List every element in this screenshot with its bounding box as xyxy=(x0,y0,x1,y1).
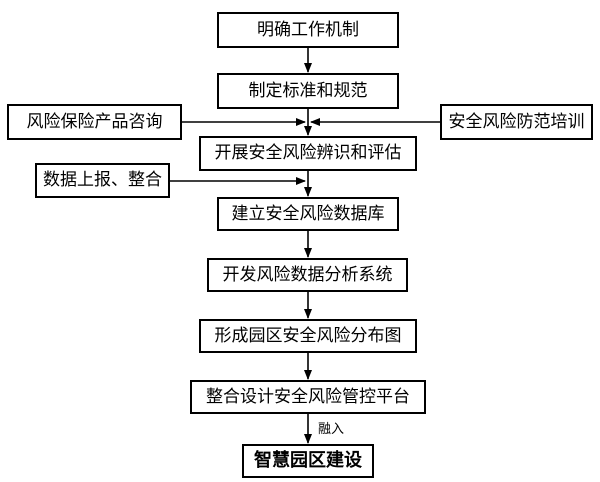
step-2-box: 制定标准和规范 xyxy=(217,73,399,109)
left-input-2-box: 数据上报、整合 xyxy=(35,163,170,198)
left-input-1-box: 风险保险产品咨询 xyxy=(7,104,182,140)
step-5-box: 开发风险数据分析系统 xyxy=(207,258,408,292)
step-4-box: 建立安全风险数据库 xyxy=(217,197,399,231)
step-1-box: 明确工作机制 xyxy=(217,12,399,48)
step-6-box: 形成园区安全风险分布图 xyxy=(199,319,417,353)
right-input-1-box: 安全风险防范培训 xyxy=(440,104,593,140)
step-3-box: 开展安全风险辨识和评估 xyxy=(199,136,417,171)
merge-label: 融入 xyxy=(318,422,345,437)
final-box: 智慧园区建设 xyxy=(242,444,374,478)
step-7-box: 整合设计安全风险管控平台 xyxy=(190,380,426,414)
